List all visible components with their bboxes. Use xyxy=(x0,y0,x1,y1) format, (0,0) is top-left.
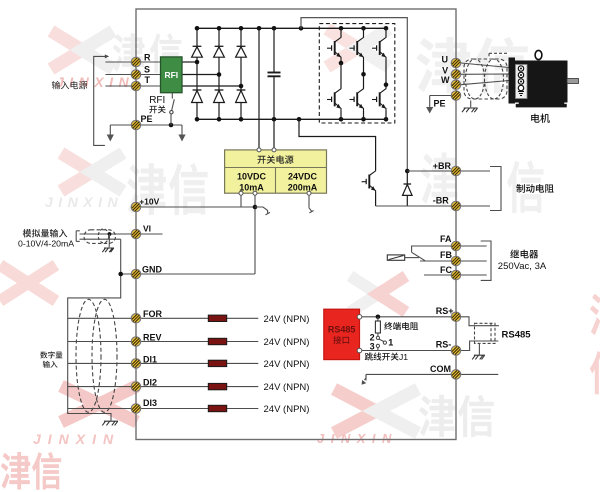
svg-text:V: V xyxy=(442,65,448,75)
svg-text:FC: FC xyxy=(440,265,452,275)
svg-text:250Vac, 3A: 250Vac, 3A xyxy=(498,261,547,272)
svg-text:RS+: RS+ xyxy=(436,306,454,316)
svg-text:RFI: RFI xyxy=(164,70,178,80)
svg-text:+10V: +10V xyxy=(139,196,159,206)
svg-text:DI1: DI1 xyxy=(143,354,157,364)
svg-text:1: 1 xyxy=(388,337,393,347)
svg-text:3: 3 xyxy=(370,341,375,351)
svg-text:10mA: 10mA xyxy=(239,182,264,192)
svg-text:RS485: RS485 xyxy=(328,325,356,335)
svg-text:24V (NPN): 24V (NPN) xyxy=(264,404,310,415)
svg-text:U: U xyxy=(442,55,449,65)
svg-text:RS485: RS485 xyxy=(502,330,532,341)
svg-text:+BR: +BR xyxy=(433,161,452,171)
svg-text:J1: J1 xyxy=(399,352,408,362)
svg-text:R: R xyxy=(144,53,151,63)
svg-text:24VDC: 24VDC xyxy=(288,171,318,181)
svg-text:DI2: DI2 xyxy=(143,377,157,387)
svg-text:VI: VI xyxy=(143,224,151,234)
svg-text:JINXIN: JINXIN xyxy=(45,194,123,210)
svg-text:RS-: RS- xyxy=(436,340,452,350)
svg-text:24V (NPN): 24V (NPN) xyxy=(264,337,310,348)
svg-text:T: T xyxy=(145,75,151,85)
svg-text:24V (NPN): 24V (NPN) xyxy=(264,359,310,370)
svg-text:FB: FB xyxy=(440,250,452,260)
svg-text:REV: REV xyxy=(143,332,162,342)
svg-text:S: S xyxy=(144,65,150,75)
svg-text:W: W xyxy=(441,75,450,85)
svg-text:PE: PE xyxy=(141,114,153,124)
svg-text:24V (NPN): 24V (NPN) xyxy=(264,382,310,393)
svg-text:200mA: 200mA xyxy=(288,182,318,192)
svg-text:GND: GND xyxy=(142,264,163,274)
svg-text:JINXIN: JINXIN xyxy=(317,431,398,446)
svg-text:FOR: FOR xyxy=(143,309,162,319)
svg-text:2: 2 xyxy=(370,332,375,342)
svg-text:24V (NPN): 24V (NPN) xyxy=(264,314,310,325)
svg-text:FA: FA xyxy=(440,234,452,244)
svg-text:JINXIN: JINXIN xyxy=(33,431,120,447)
svg-text:RFI: RFI xyxy=(149,95,165,106)
svg-text:0-10V/4-20mA: 0-10V/4-20mA xyxy=(18,239,74,249)
svg-text:10VDC: 10VDC xyxy=(237,171,267,181)
svg-text:COM: COM xyxy=(430,364,451,374)
svg-text:-BR: -BR xyxy=(433,196,449,206)
svg-text:PE: PE xyxy=(434,99,446,109)
svg-text:DI3: DI3 xyxy=(143,398,157,408)
